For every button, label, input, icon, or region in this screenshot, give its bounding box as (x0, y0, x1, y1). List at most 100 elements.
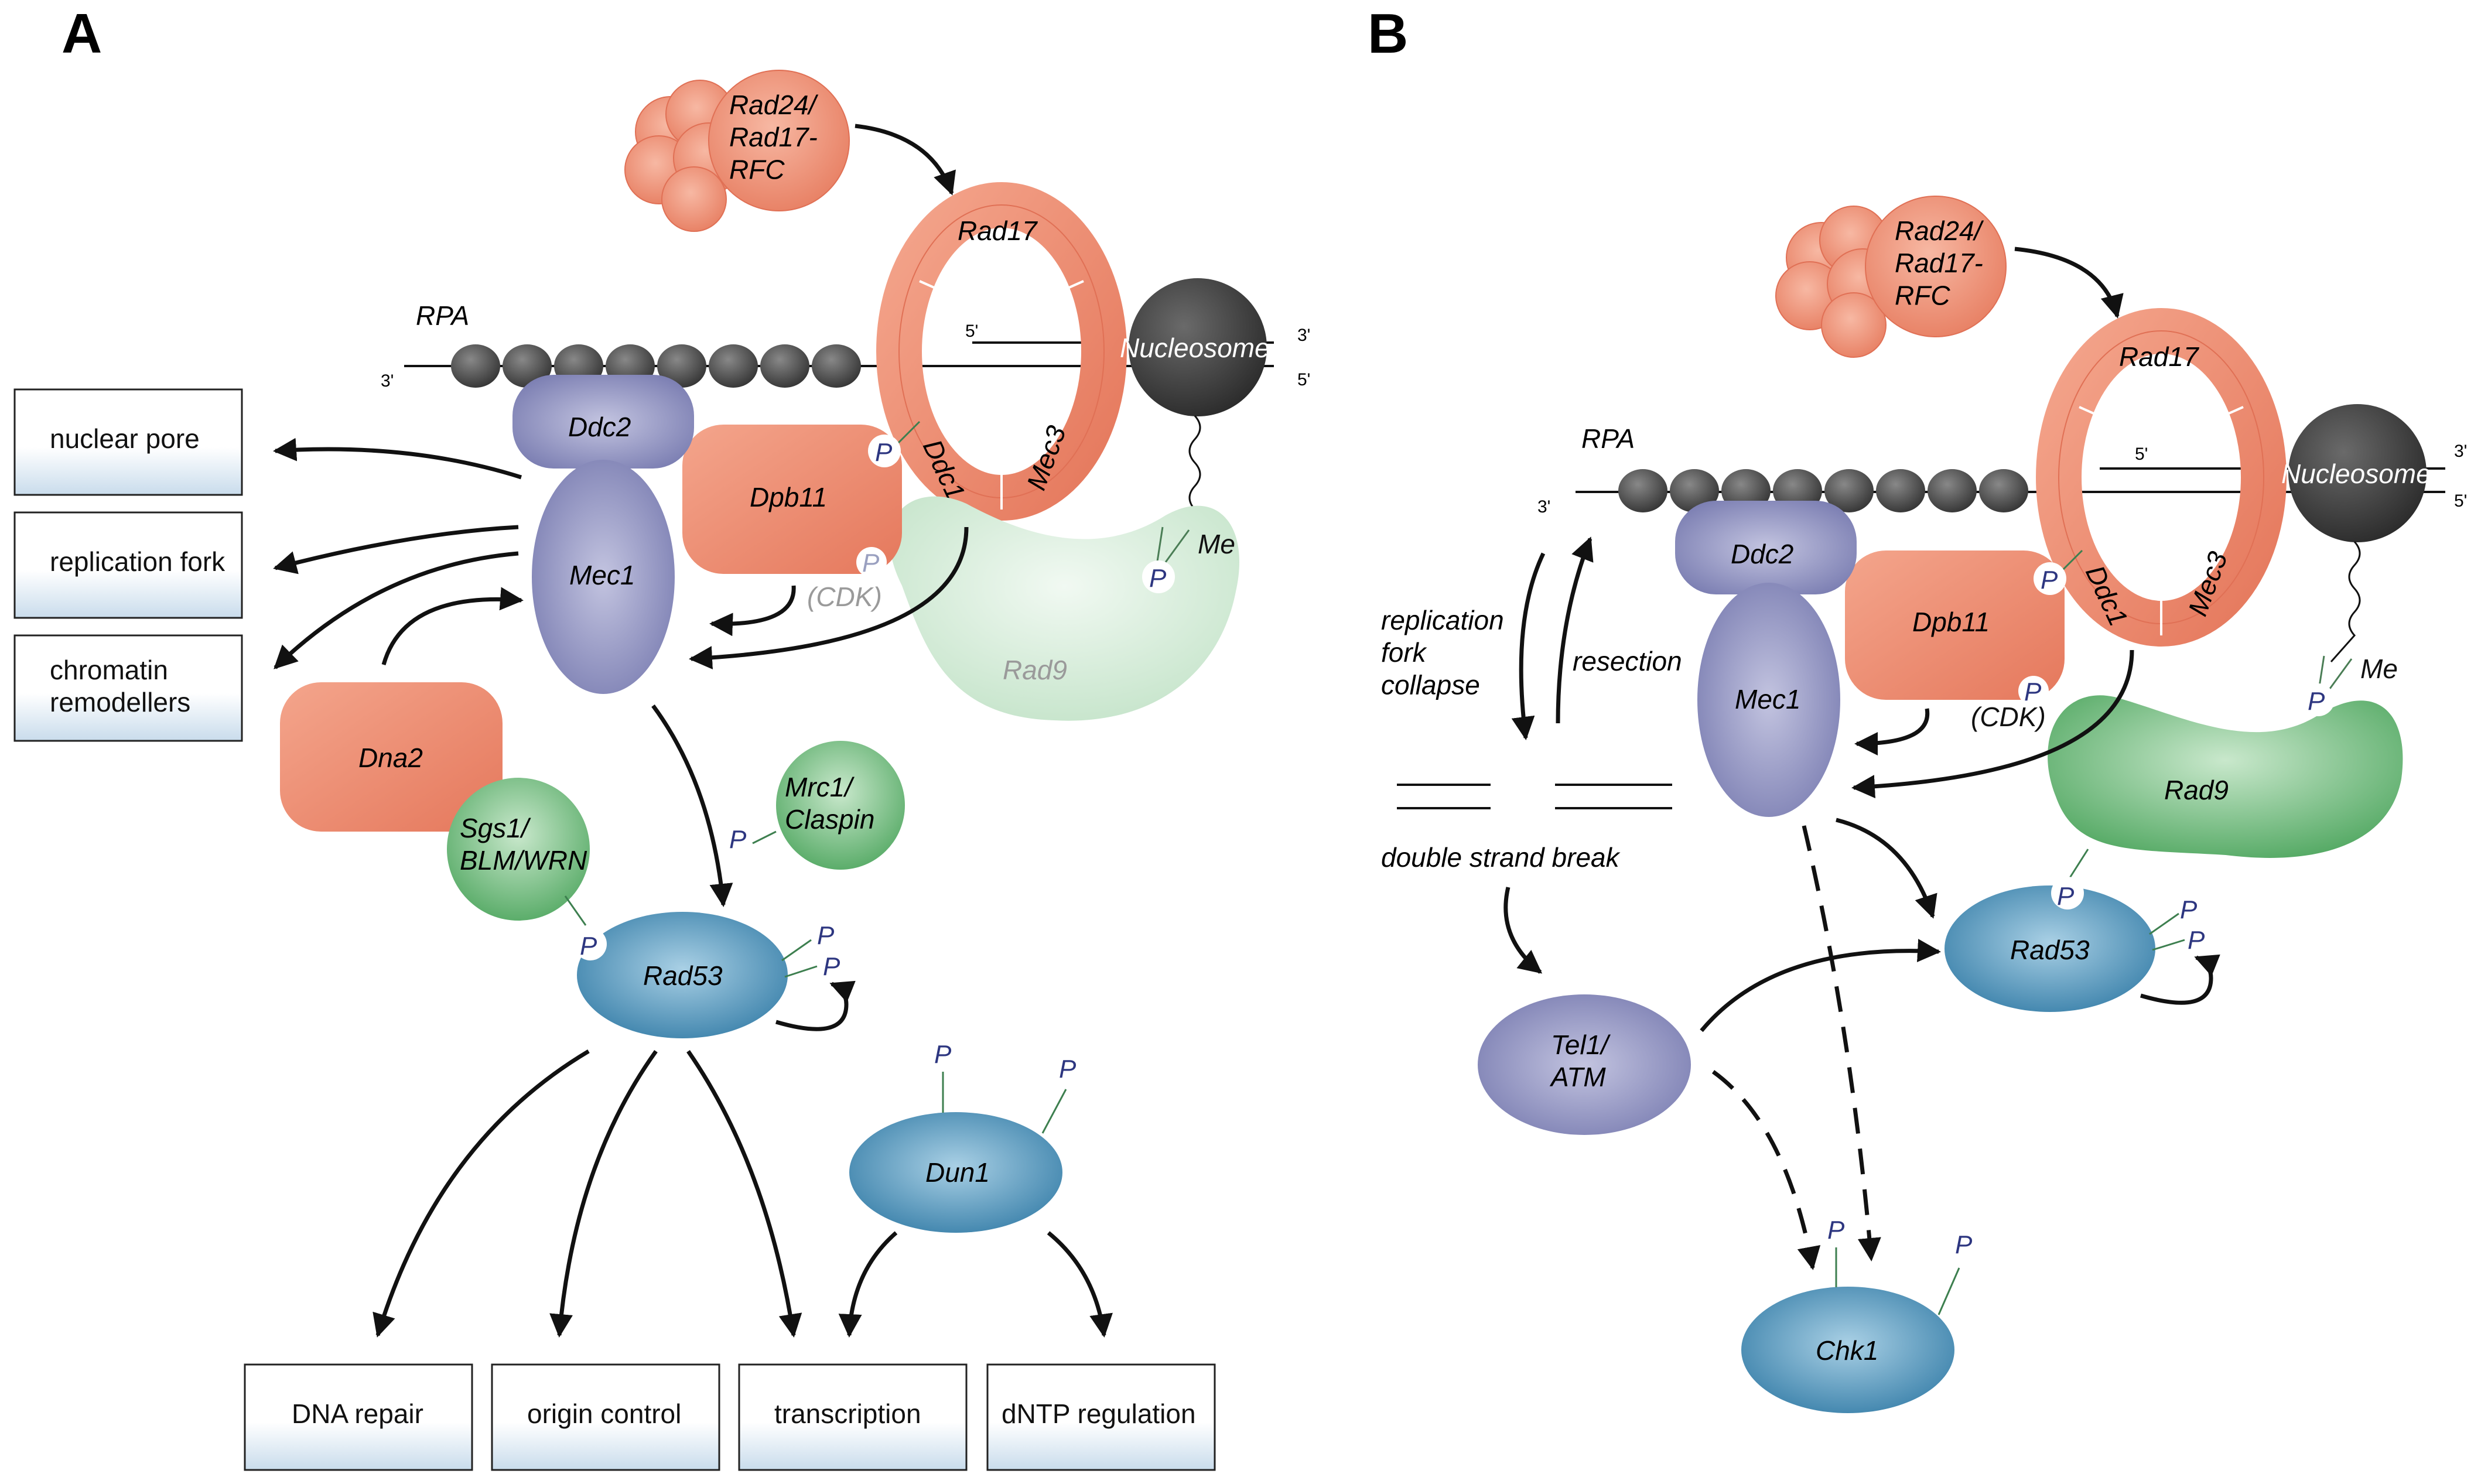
arrow-mec1-to-rad53 (651, 704, 733, 907)
box-dna-repair (244, 1363, 473, 1471)
arrow-loading-b (2014, 247, 2124, 319)
phosphate-p-icon: P (580, 932, 597, 960)
phosphate-p-icon: P (2180, 895, 2198, 924)
phosphate-p-icon: P (934, 1040, 952, 1069)
panel-b-label: B (1368, 2, 1408, 65)
rpa-bead-icon (1979, 469, 2028, 512)
rpa-bead-icon (812, 344, 861, 388)
chk1-protein (1741, 1287, 1954, 1413)
arrow-dna2-to-mec1 (381, 587, 524, 665)
panel-a: A Rad24/Rad17-RFC 3' 3' 5' 5' (13, 2, 1310, 1471)
dun1-protein (849, 1112, 1062, 1233)
arrow-chromatin (274, 551, 519, 669)
dpb11-label-b: Dpb11 (1912, 607, 1990, 637)
arrow-fork-collapse (1511, 552, 1546, 740)
rad17-ring: Rad17 Ddc1 Mec3 (876, 182, 1127, 521)
dsb-label: double strand break (1381, 842, 1621, 873)
rad24-rfc-complex: Rad24/Rad17-RFC (624, 70, 850, 232)
rpa-bead-icon (657, 344, 706, 388)
phosphate-p-icon: P (1059, 1055, 1077, 1083)
phosphate-p-icon: P (2188, 926, 2205, 955)
ddc2-label-b: Ddc2 (1731, 539, 1793, 569)
rad17-label-b: Rad17 (2119, 341, 2199, 372)
rpa-bead-icon (760, 344, 809, 388)
rad53-label-b: Rad53 (2010, 935, 2090, 965)
cdk-label: (CDK) (807, 582, 882, 612)
rpa-bead-icon (1618, 469, 1667, 512)
output-boxes: DNA repair origin control transcription … (244, 1363, 1216, 1471)
dpb11-protein-b (1845, 550, 2065, 700)
arrow-replication-fork (273, 525, 519, 575)
arrow-mec1-to-rad53-b (1836, 818, 1937, 919)
arrow-ddc1-to-mec1-b (1851, 649, 2134, 799)
arrow-tel1-to-chk1 (1711, 1070, 1821, 1270)
sgs1-label: Sgs1/BLM/WRN (460, 813, 587, 876)
rpa-bead-icon (503, 344, 552, 388)
methyl-me-icon: Me (1198, 529, 1235, 559)
phosphate-p-icon: P (1955, 1230, 1973, 1259)
dna2-protein (280, 682, 503, 832)
dun1-label: Dun1 (925, 1157, 990, 1188)
box-replication-fork (13, 511, 243, 619)
rad9-protein-faded (890, 496, 1240, 721)
panel-b: B Rad24/Rad17-RFC 3' 3' 5' 5' (1368, 2, 2467, 1413)
chk1-label: Chk1 (1816, 1335, 1878, 1366)
mec1-label: Mec1 (569, 560, 635, 590)
phosphate-p-icon: P (817, 921, 835, 950)
dna-repair-text: DNA repair (292, 1398, 423, 1429)
box-dntp-regulation (986, 1363, 1216, 1471)
replication-fork-text: replication fork (50, 546, 225, 577)
histone-tail (1170, 415, 1201, 536)
rpa-bead-icon (451, 344, 500, 388)
rpa-bead-icon (1670, 469, 1719, 512)
arrow-to-origin-control (549, 1049, 658, 1338)
origin-control-text: origin control (527, 1398, 681, 1429)
phosphate-p-icon: P (2308, 687, 2325, 716)
end-3-left: 3' (381, 371, 394, 391)
arrow-rad53-autophos (775, 980, 856, 1031)
ddc2-protein (512, 375, 694, 469)
dna2-label: Dna2 (358, 743, 423, 773)
rpa-bead-icon (1824, 469, 1874, 512)
end-5-right-b: 5' (2454, 491, 2467, 511)
arrow-nuclear-pore (273, 437, 522, 480)
nucleosome-label-b: Nucleosome (2281, 459, 2431, 489)
nucleosome: Nucleosome (1120, 278, 1270, 416)
mec1-protein-b (1697, 583, 1840, 817)
rad24-rfc-complex-b: Rad24/Rad17-RFC (1775, 196, 2007, 358)
mec1-protein (532, 460, 675, 694)
tel1-label: Tel1/ATM (1549, 1030, 1611, 1092)
rpa-bead-icon (1928, 469, 1977, 512)
tel1-protein (1478, 994, 1691, 1135)
resection-label: resection (1573, 646, 1682, 676)
phosphate-p-icon: P (875, 438, 893, 467)
rad53-label: Rad53 (643, 960, 723, 991)
rad9-label-b: Rad9 (2164, 775, 2229, 805)
end-5-right: 5' (1297, 370, 1310, 389)
rpa-bead-icon (709, 344, 758, 388)
transcription-text: transcription (774, 1398, 921, 1429)
methyl-me-icon: Me (2360, 654, 2398, 684)
phosphate-p-icon: P (2024, 678, 2042, 706)
box-nuclear-pore (13, 388, 243, 496)
arrow-dun1-to-transcription (838, 1231, 898, 1338)
dpb11-protein (682, 425, 902, 574)
arrow-dpb11-to-mec1 (709, 585, 796, 637)
rad9-label: Rad9 (1003, 655, 1067, 685)
end-3-left-b: 3' (1537, 497, 1550, 517)
end-3-right-b: 3' (2454, 442, 2467, 461)
histone-tail-b (2330, 541, 2361, 662)
panel-a-label: A (61, 2, 102, 65)
phosphate-p-icon: P (729, 825, 747, 854)
arrow-rad53-autophos-b (2140, 954, 2220, 1005)
arrow-to-transcription (686, 1050, 802, 1338)
end-3-right: 3' (1297, 326, 1310, 345)
rad53-protein (577, 912, 788, 1038)
rad9-protein (2048, 695, 2403, 858)
arrow-ddc1-to-mec1 (689, 526, 969, 670)
box-chromatin-remodellers (13, 634, 243, 742)
rad17-ring-b: Rad17 Ddc1 Mec3 (2036, 308, 2287, 647)
arrow-tel1-to-rad53 (1700, 939, 1941, 1032)
